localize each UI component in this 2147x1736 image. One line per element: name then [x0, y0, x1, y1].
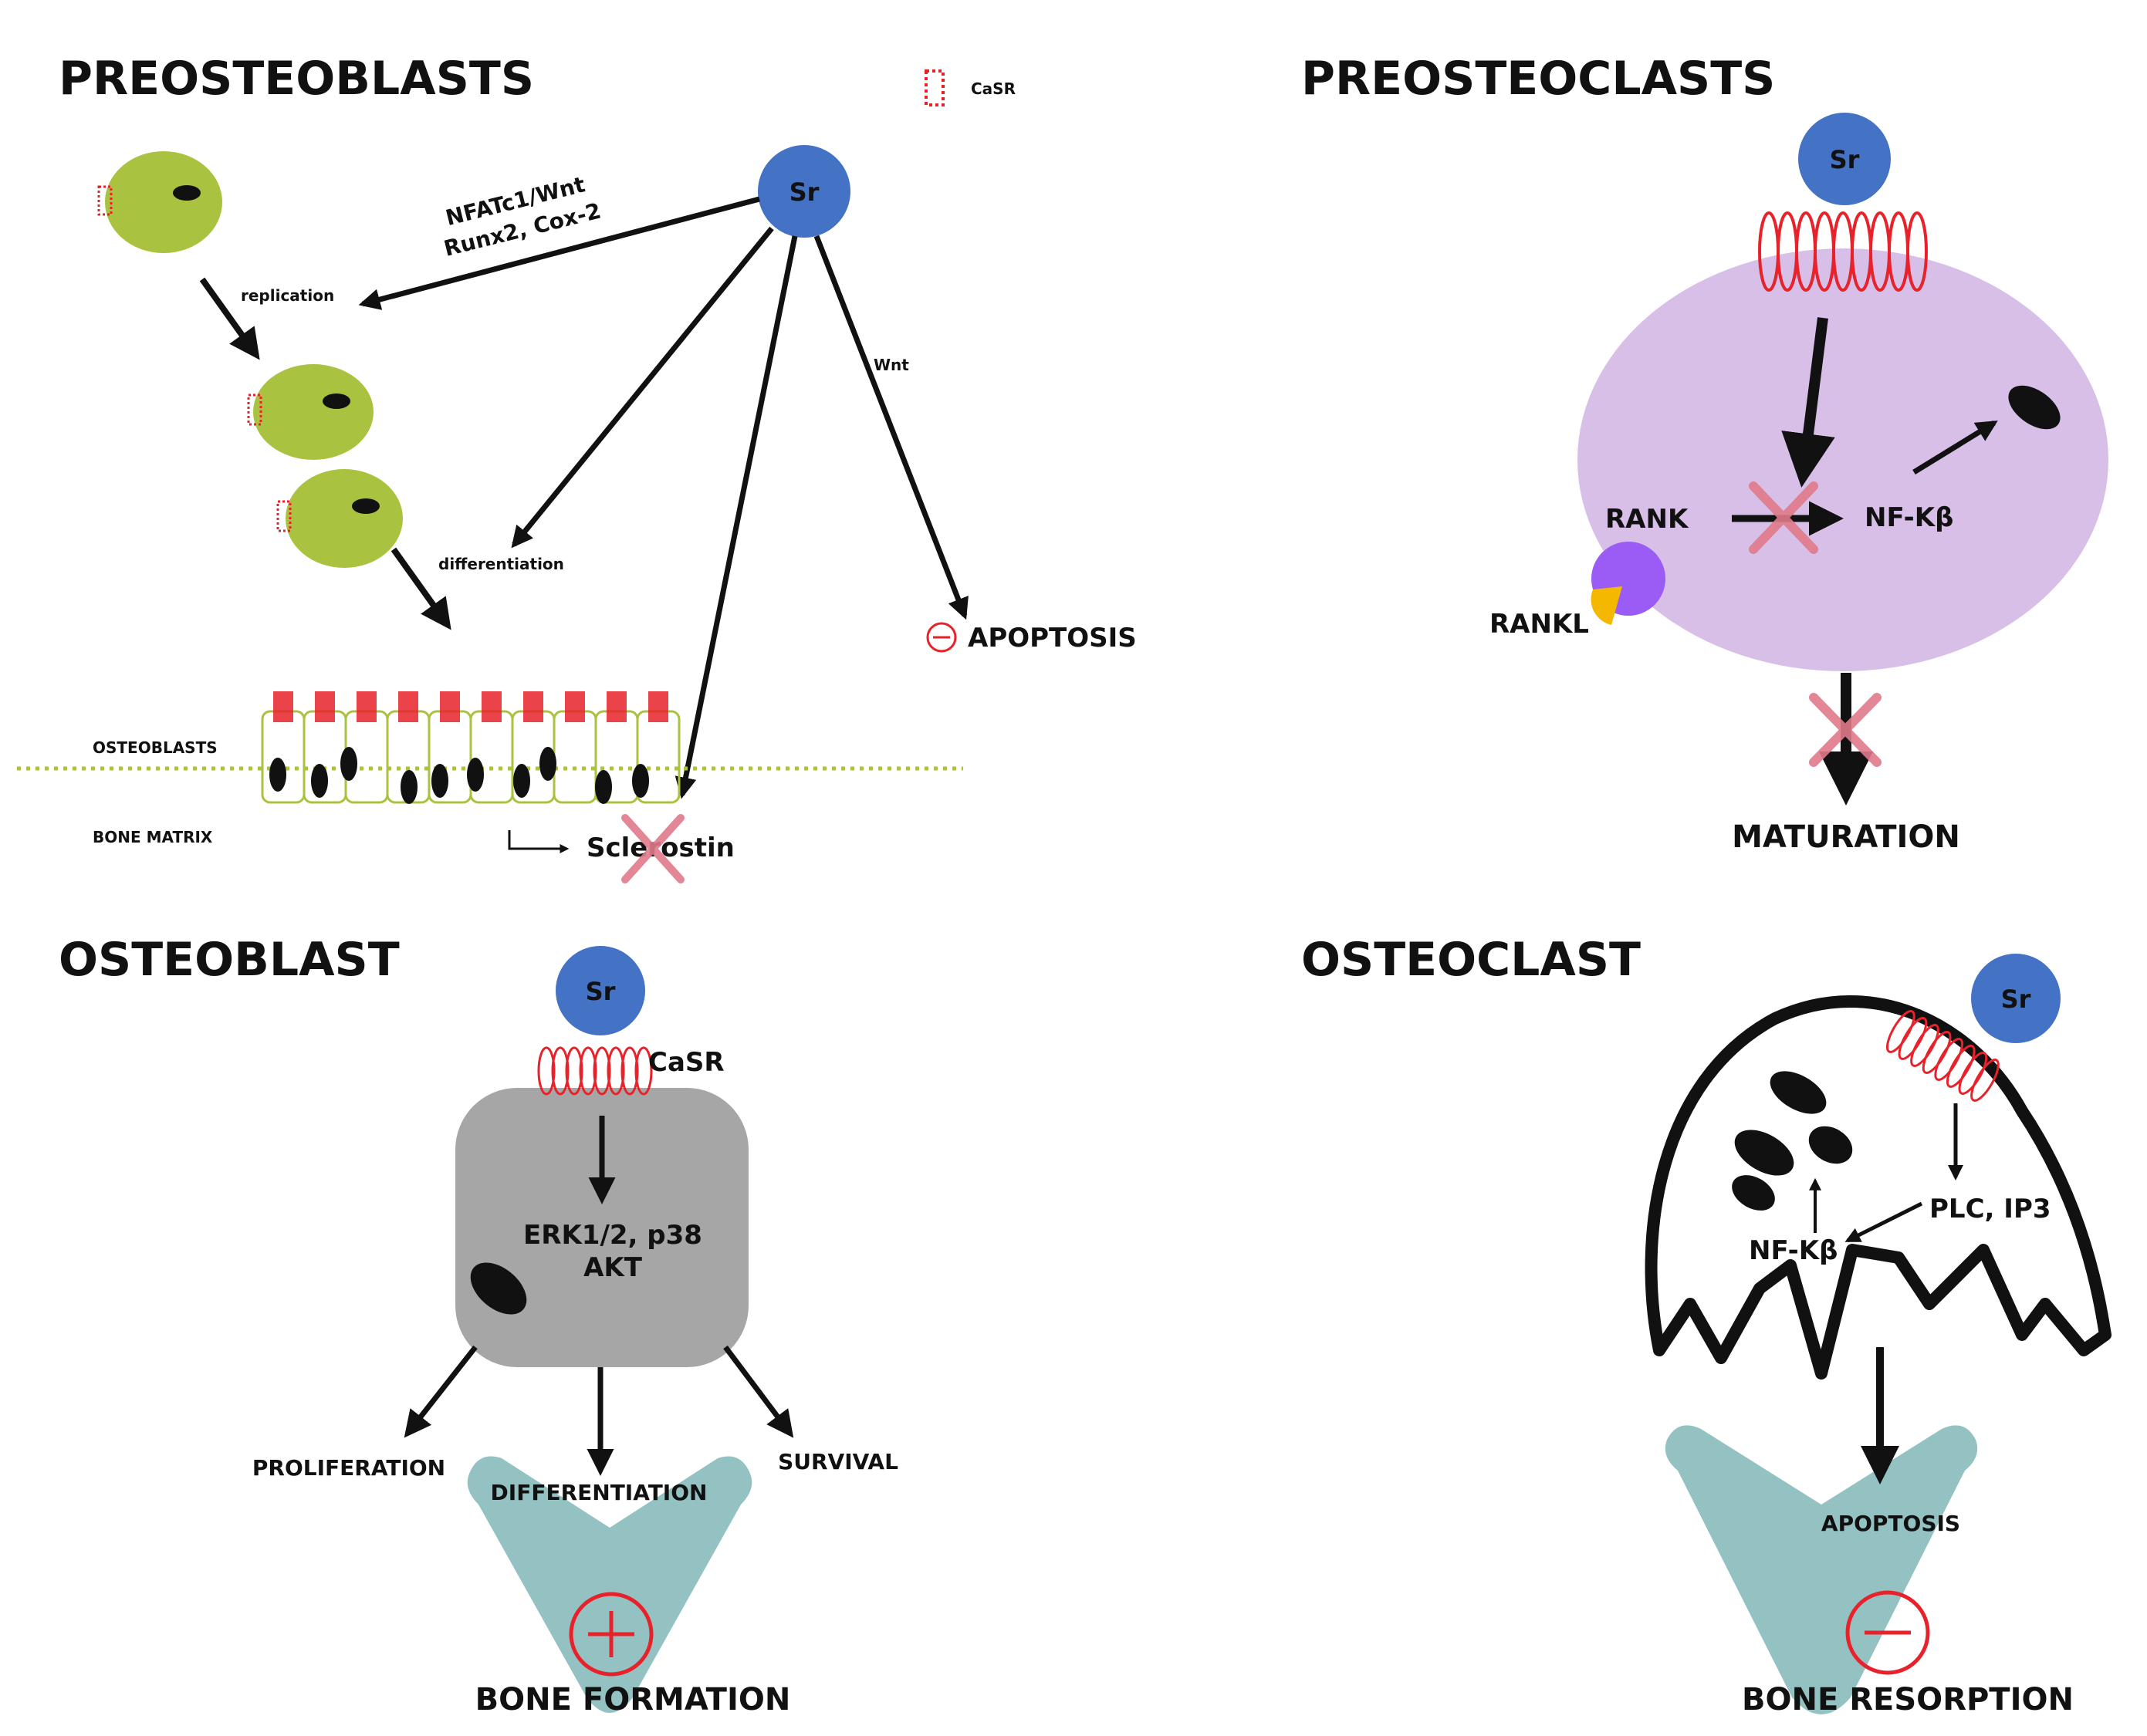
osteoblasts-label: OSTEOBLASTS: [93, 738, 218, 757]
nfkb-to-nucleus-arrow: [1912, 420, 1998, 475]
proliferation-label: PROLIFERATION: [252, 1455, 445, 1481]
osteoclast-cell-outline: [1645, 995, 2111, 1380]
minus-icon: [1845, 1590, 1930, 1675]
rankl-ligand: [1591, 586, 1622, 625]
sr-label-preosteoclasts: Sr: [1830, 145, 1860, 174]
proliferation-arrow: [404, 1345, 478, 1438]
casr-label-osteoblast: CaSR: [648, 1047, 725, 1078]
apoptosis-label-preosteoblasts: APOPTOSIS: [968, 623, 1137, 654]
osteoclast-title: OSTEOCLAST: [1301, 933, 1641, 987]
sr-circle-preosteoblasts: [758, 145, 850, 238]
casr-legend-label: CaSR: [971, 79, 1016, 98]
preosteoblast-cell-3: [276, 469, 403, 568]
differentiation-arrow: [391, 547, 451, 630]
sr-circle-preosteoclasts: [1798, 113, 1891, 205]
replication-label: replication: [241, 286, 334, 305]
preosteoblasts-title: PREOSTEOBLASTS: [59, 52, 534, 106]
differentiation-label: differentiation: [438, 555, 564, 573]
bone-formation-shape: [467, 1456, 752, 1713]
preosteoblast-cell-2: [247, 364, 374, 460]
osteoblast-cell-body: [455, 1088, 749, 1367]
sclerostin-expression-arrow: [508, 830, 570, 853]
maturation-inhibit-x-icon: [1809, 693, 1882, 767]
panel-osteoclast: OSTEOCLAST Sr PLC, IP3: [1301, 933, 2111, 1717]
sr-to-osteoblast-arrow: [675, 235, 798, 799]
osteoblast-layer: [261, 691, 681, 804]
sr-label-osteoclast: Sr: [2001, 985, 2031, 1014]
panel-preosteoclasts: PREOSTEOCLASTS Sr NF-Kβ RANK RAN: [1301, 52, 2108, 855]
nfkb-inhibit-x-icon: [1749, 481, 1818, 554]
bone-formation-label: BONE FORMATION: [475, 1682, 791, 1717]
replication-arrow: [199, 277, 260, 360]
osteoblast-title: OSTEOBLAST: [59, 933, 400, 987]
sr-circle-osteoblast: [556, 946, 645, 1035]
osteoclast-nuclei: [1732, 1071, 1853, 1211]
casr-receptor-coil-osteoclast: [1886, 1010, 2000, 1102]
sr-label-preosteoblasts: Sr: [789, 177, 820, 207]
plc-to-nfkb-arrow: [1844, 1201, 1923, 1243]
rank-label: RANK: [1605, 504, 1689, 535]
casr-receptor-coil-osteoblast: [537, 1046, 653, 1096]
sr-to-apoptosis-arrow: [813, 235, 969, 620]
rankl-label: RANKL: [1489, 609, 1589, 640]
nfkb-label-preosteoclasts: NF-Kβ: [1865, 502, 1953, 533]
casr-receptor-coil-preosteoclasts: [1758, 211, 1928, 292]
apoptosis-label-osteoclast: APOPTOSIS: [1821, 1511, 1960, 1536]
sr-to-replication-arrow: [358, 196, 760, 310]
panel-osteoblast: OSTEOBLAST Sr CaSR ERK1/2, p38 AKT: [59, 933, 898, 1717]
sclerostin-inhibit-x-icon: [621, 814, 685, 883]
preosteoclast-nucleus: [2008, 385, 2061, 430]
wnt-label: Wnt: [874, 356, 909, 374]
survival-arrow: [723, 1345, 794, 1438]
differentiation-label-osteoblast: DIFFERENTIATION: [491, 1480, 708, 1505]
osteoblast-nucleus: [470, 1262, 527, 1315]
maturation-label: MATURATION: [1732, 819, 1960, 855]
plc-label: PLC, IP3: [1929, 1194, 2051, 1224]
plus-icon: [569, 1592, 654, 1677]
survival-label: SURVIVAL: [778, 1449, 898, 1474]
inhibit-minus-icon: [926, 622, 957, 653]
sr-label-osteoblast: Sr: [586, 977, 616, 1006]
sr-to-differentiation-arrow: [511, 226, 774, 549]
sr-signal-arrow-preosteoclasts: [1781, 317, 1835, 488]
kinases-line1: ERK1/2, p38: [523, 1220, 702, 1251]
bone-resorption-shape: [1665, 1425, 1978, 1714]
bone-resorption-label: BONE RESORPTION: [1742, 1682, 2074, 1717]
kinases-line2: AKT: [583, 1252, 643, 1283]
bone-matrix-label: BONE MATRIX: [93, 828, 213, 846]
sr-circle-osteoclast: [1971, 954, 2061, 1043]
preosteoblast-cell-1: [97, 151, 222, 253]
preosteoclasts-title: PREOSTEOCLASTS: [1301, 52, 1775, 106]
panel-preosteoblasts: PREOSTEOBLASTS CaSR Sr replication: [17, 52, 1137, 883]
nfkb-label-osteoclast: NF-Kβ: [1749, 1235, 1838, 1266]
preosteoclast-cell-body: [1577, 248, 2108, 671]
casr-legend-icon: [925, 69, 945, 106]
